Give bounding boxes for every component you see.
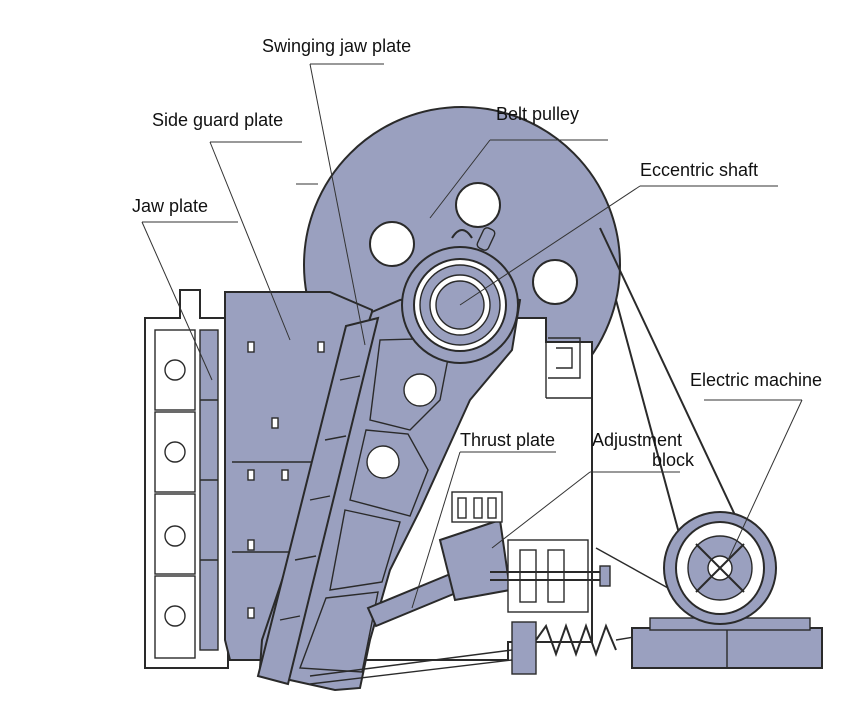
- label-swinging-jaw-plate: Swinging jaw plate: [262, 36, 411, 56]
- label-eccentric-shaft: Eccentric shaft: [640, 160, 758, 180]
- electric-machine: [631, 511, 823, 669]
- fixed-jaw-frame: [144, 289, 229, 669]
- leader-lines: [141, 63, 803, 609]
- label-jaw-plate: Jaw plate: [132, 196, 208, 216]
- label-side-guard-plate: Side guard plate: [152, 110, 283, 130]
- label-electric-machine: Electric machine: [690, 370, 822, 390]
- label-belt-pulley: Belt pulley: [496, 104, 579, 124]
- swinging-jaw: [256, 288, 522, 692]
- label-thrust-plate: Thrust plate: [460, 430, 555, 450]
- label-adjustment-block-line2: block: [652, 450, 695, 470]
- label-adjustment-block-line1: Adjustment: [592, 430, 682, 450]
- thrust-plate-assembly: [366, 491, 512, 628]
- drive-belt: [595, 227, 743, 589]
- adjustment-block: [490, 539, 611, 613]
